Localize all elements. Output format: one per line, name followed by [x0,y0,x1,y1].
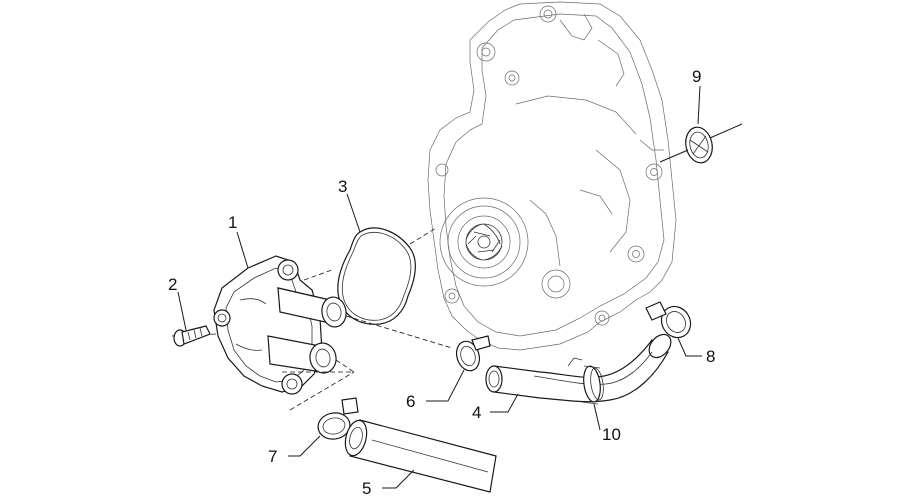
part-10-hose-clamp [581,365,604,405]
part-5-straight-hose [344,419,497,493]
callout-4: 4 [472,403,481,422]
part-2-screw [173,325,211,347]
callout-7: 7 [268,447,277,466]
callout-9: 9 [692,67,701,86]
callout-labels: 1 2 3 9 6 4 10 8 7 5 [168,67,715,498]
part-4-curved-hose [485,333,672,403]
callout-1: 1 [228,213,237,232]
callout-2: 2 [168,275,177,294]
part-3-o-ring [337,227,437,325]
impeller [465,223,503,261]
part-8-hose-clamp [645,301,692,339]
part-1-pump-cover [171,255,453,411]
callout-10: 10 [602,425,621,444]
callout-8: 8 [706,347,715,366]
part-9-seal-ring [659,123,743,164]
callout-5: 5 [362,479,371,498]
callout-6: 6 [406,392,415,411]
engine-case [427,1,677,351]
callout-3: 3 [338,177,347,196]
leader-lines [177,85,702,489]
part-6-hose-clamp [455,335,491,372]
part-7-hose-clamp [317,397,359,440]
